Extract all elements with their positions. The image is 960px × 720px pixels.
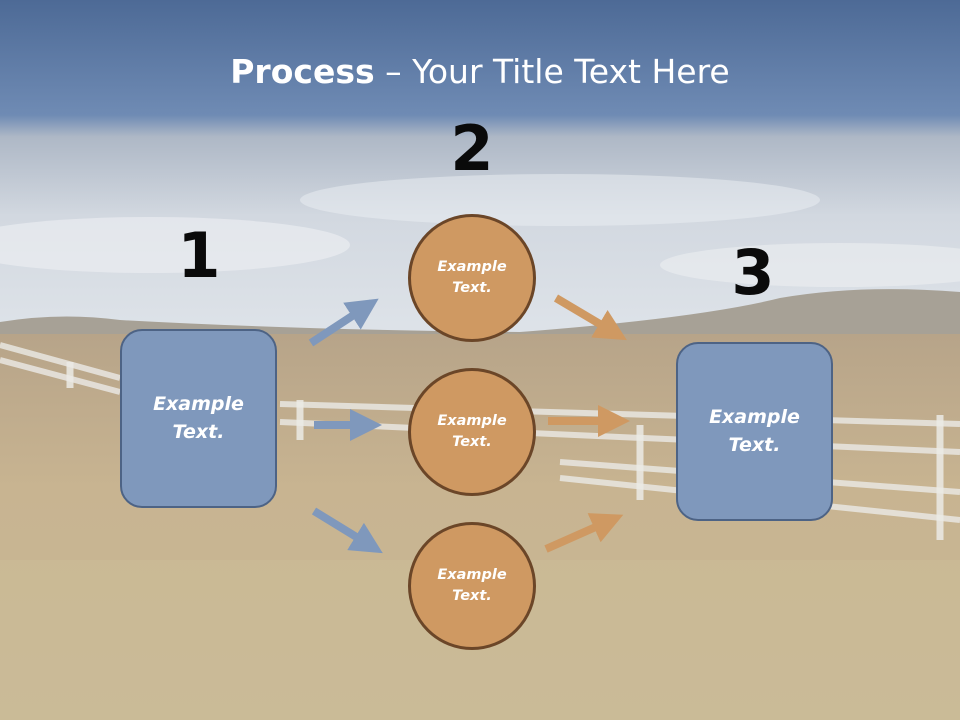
- right-process-box: Example Text.: [676, 342, 833, 521]
- title-bold: Process: [230, 52, 375, 91]
- top-circle-node: Example Text.: [408, 214, 536, 342]
- left-process-box: Example Text.: [120, 329, 277, 508]
- slide-title: Process – Your Title Text Here: [0, 52, 960, 91]
- top-circle-text: Example Text.: [437, 258, 507, 296]
- left-box-text: Example Text.: [153, 392, 244, 443]
- step-number-1: 1: [177, 219, 221, 292]
- bottom-circle-node: Example Text.: [408, 522, 536, 650]
- right-box-text: Example Text.: [709, 405, 800, 456]
- bottom-circle-text: Example Text.: [437, 566, 507, 604]
- middle-circle-node: Example Text.: [408, 368, 536, 496]
- step-number-2: 2: [450, 112, 494, 185]
- title-rest: – Your Title Text Here: [374, 52, 730, 91]
- step-number-3: 3: [731, 236, 775, 309]
- middle-circle-text: Example Text.: [437, 412, 507, 450]
